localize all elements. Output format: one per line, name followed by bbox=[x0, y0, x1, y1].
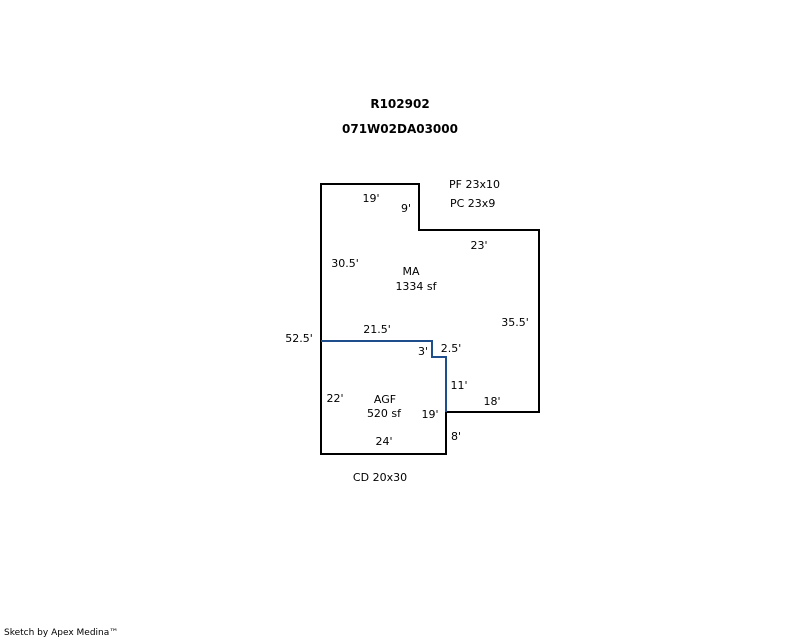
sketch-credit: Sketch by Apex Medina™ bbox=[4, 628, 119, 638]
dim-agf-inner: 19' bbox=[421, 408, 438, 421]
building-outline bbox=[320, 183, 540, 455]
dim-agf-bottom: 24' bbox=[375, 435, 392, 448]
dim-ma-bottom: 18' bbox=[483, 395, 500, 408]
dim-agf-left: 22' bbox=[326, 392, 343, 405]
note-cd: CD 20x30 bbox=[353, 471, 407, 484]
note-pf: PF 23x10 bbox=[449, 178, 500, 191]
area-code-ma: MA bbox=[402, 265, 419, 278]
dim-agf-right-low: 8' bbox=[451, 430, 461, 443]
dim-divider-v: 3' bbox=[418, 345, 428, 358]
dim-divider-h: 21.5' bbox=[363, 323, 391, 336]
dim-ma-left: 30.5' bbox=[331, 257, 359, 270]
area-size-agf: 520 sf bbox=[367, 407, 402, 420]
dim-overall-left: 52.5' bbox=[285, 332, 313, 345]
area-divider bbox=[321, 340, 447, 412]
dim-ma-notch-h: 23' bbox=[470, 239, 487, 252]
dim-divider-h2: 2.5' bbox=[441, 342, 462, 355]
parcel-number: 071W02DA03000 bbox=[342, 122, 458, 136]
note-pc: PC 23x9 bbox=[450, 197, 495, 210]
dim-ma-right: 35.5' bbox=[501, 316, 529, 329]
account-number: R102902 bbox=[370, 97, 430, 111]
dim-ma-top: 19' bbox=[362, 192, 379, 205]
area-size-ma: 1334 sf bbox=[395, 280, 437, 293]
dim-agf-right-v: 11' bbox=[450, 379, 467, 392]
dim-ma-notch-v: 9' bbox=[401, 202, 411, 215]
area-code-agf: AGF bbox=[374, 393, 396, 406]
